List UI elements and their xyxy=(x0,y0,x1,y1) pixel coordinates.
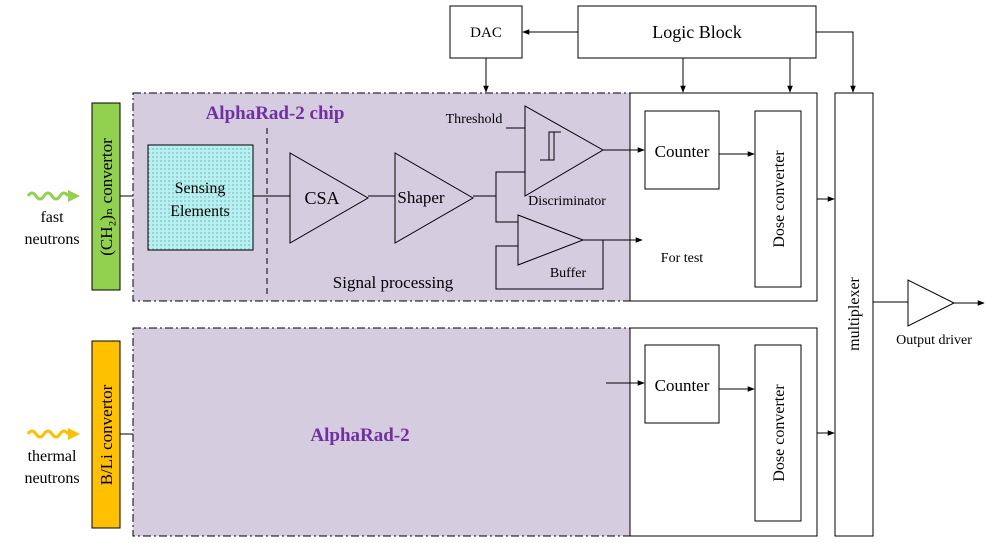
fast-neutron-wave-icon xyxy=(26,191,70,201)
multiplexer-label: multiplexer xyxy=(846,276,863,350)
buffer-triangle xyxy=(517,214,585,266)
logic-block-box xyxy=(577,5,817,59)
multiplexer-box xyxy=(834,92,874,537)
buffer-label: Buffer xyxy=(550,266,587,281)
dose-converter-bottom-label: Dose converter xyxy=(771,384,788,482)
fast-label-line2: neutrons xyxy=(24,231,79,248)
fast-neutron-arrowhead-icon xyxy=(68,190,80,202)
logic-to-mux-arrow xyxy=(816,31,856,93)
csa-triangle xyxy=(289,152,370,244)
ch2-convertor-label: (CH₂)ₙ convertor xyxy=(97,138,116,256)
hysteresis-symbol-icon xyxy=(540,132,555,161)
output-driver-triangle xyxy=(907,279,956,327)
shaper-to-buffer-wire xyxy=(495,196,518,223)
dose-converter-top-box xyxy=(754,110,802,288)
shaper-label: Shaper xyxy=(397,188,445,207)
hysteresis-symbol2-icon xyxy=(548,131,561,160)
csa-label: CSA xyxy=(304,188,339,208)
dac-label: DAC xyxy=(470,25,502,41)
dac-box xyxy=(449,5,523,59)
counter-bottom-box xyxy=(644,344,720,424)
ch2-convertor-box xyxy=(91,102,121,291)
fast-label-line1: fast xyxy=(40,209,64,226)
shaper-to-discriminator-wire xyxy=(495,171,525,196)
signal-processing-label: Signal processing xyxy=(333,273,454,292)
for-test-label: For test xyxy=(661,251,704,266)
logic-block-label: Logic Block xyxy=(652,22,741,42)
dose-converter-bottom-box xyxy=(754,344,802,522)
thermal-label-line2: neutrons xyxy=(24,470,79,487)
dose-converter-top-label: Dose converter xyxy=(771,150,788,248)
thermal-neutron-wave-icon xyxy=(26,429,70,439)
shaper-triangle xyxy=(394,152,475,244)
chip-top-title: AlphaRad-2 chip xyxy=(206,103,345,124)
threshold-label: Threshold xyxy=(446,112,503,127)
discriminator-label: Discriminator xyxy=(528,194,606,209)
chip-bottom-region xyxy=(132,327,631,537)
counter-top-label: Counter xyxy=(655,142,710,161)
output-driver-label: Output driver xyxy=(896,333,972,348)
thermal-neutron-arrowhead-icon xyxy=(68,428,80,440)
chip-bottom-title: AlphaRad-2 xyxy=(310,425,409,446)
discriminator-triangle xyxy=(524,105,605,197)
bli-convertor-label: B/Li convertor xyxy=(97,384,116,485)
sensing-label-line1: Sensing xyxy=(175,180,226,197)
buffer-loop-wire xyxy=(495,240,604,290)
bli-convertor-box xyxy=(91,340,121,529)
sensing-elements-box xyxy=(147,144,254,251)
sensing-label-line2: Elements xyxy=(170,203,230,220)
counter-top-box xyxy=(644,110,720,190)
thermal-label-line1: thermal xyxy=(28,448,77,465)
counter-bottom-label: Counter xyxy=(655,376,710,395)
